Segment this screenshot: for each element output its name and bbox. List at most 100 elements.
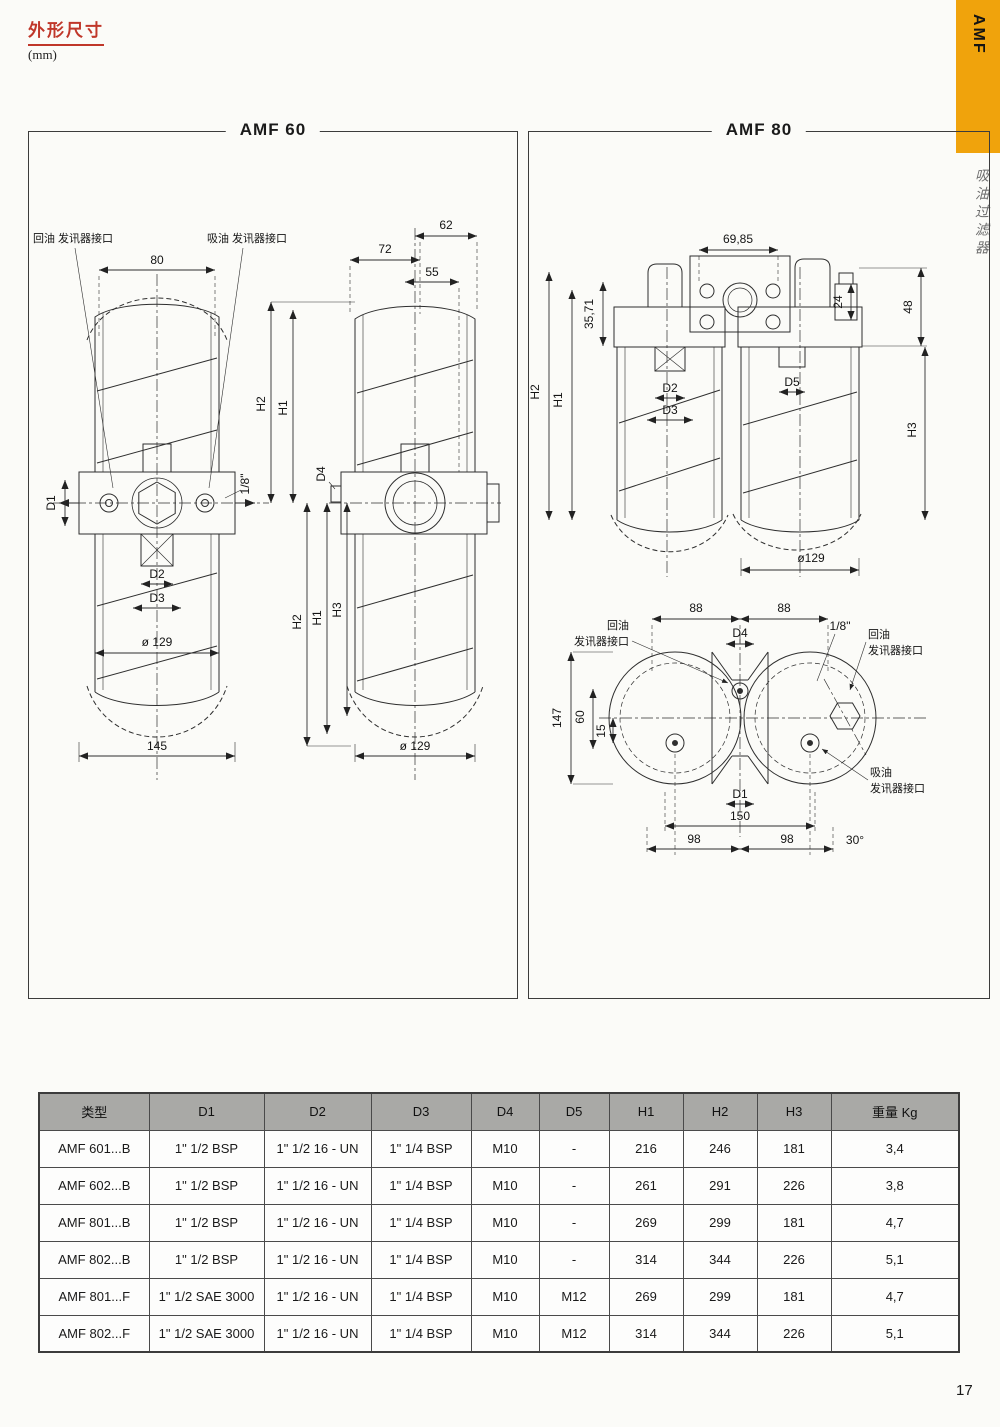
dim-55: 55 [425, 265, 439, 279]
cell-d2: 1" 1/2 16 - UN [263, 1203, 372, 1242]
cell-h1: 216 [608, 1129, 684, 1168]
header-d2: D2 [263, 1092, 372, 1131]
cell-h2: 344 [682, 1240, 758, 1279]
dim-d2: D2 [149, 567, 165, 581]
cell-h2: 299 [682, 1277, 758, 1316]
amf80-drawing: 69,85 35,71 24 48 H2 H1 D2 D3 D5 H3 ø129 [528, 232, 929, 855]
header-d4: D4 [470, 1092, 540, 1131]
dim-24: 24 [831, 295, 845, 309]
panel-amf80: AMF 80 [528, 120, 990, 999]
cell-d4: M10 [470, 1314, 540, 1353]
dim-d2: D2 [662, 381, 678, 395]
dim-d5: D5 [784, 375, 800, 389]
table-row: AMF 802...B 1" 1/2 BSP 1" 1/2 16 - UN 1"… [38, 1240, 960, 1279]
table-row: AMF 802...F 1" 1/2 SAE 3000 1" 1/2 16 - … [38, 1314, 960, 1353]
cell-d3: 1" 1/4 BSP [370, 1129, 472, 1168]
dim-h1-top: H1 [276, 400, 290, 416]
cell-h3: 181 [756, 1129, 832, 1168]
panel-amf60: AMF 60 [28, 120, 518, 999]
panel-amf80-title: AMF 80 [711, 120, 807, 140]
dim-h2-top: H2 [254, 396, 268, 412]
dim-d4: D4 [314, 466, 328, 482]
table-row: AMF 801...F 1" 1/2 SAE 3000 1" 1/2 16 - … [38, 1277, 960, 1316]
header-weight: 重量 Kg [830, 1092, 960, 1131]
dim-48: 48 [901, 300, 915, 314]
return-port-label-right-1: 回油 [868, 627, 890, 641]
cell-h2: 291 [682, 1166, 758, 1205]
dim-88-left: 88 [689, 601, 703, 615]
table-row: AMF 801...B 1" 1/2 BSP 1" 1/2 16 - UN 1"… [38, 1203, 960, 1242]
cell-d2: 1" 1/2 16 - UN [263, 1129, 372, 1168]
amf80-front-dims [545, 246, 929, 576]
dim-88-right: 88 [777, 601, 791, 615]
dim-62: 62 [439, 218, 453, 232]
dim-35-71: 35,71 [582, 299, 596, 329]
dim-dia129-side: ø 129 [400, 739, 431, 753]
dim-h3: H3 [905, 422, 919, 438]
cell-h1: 269 [608, 1277, 684, 1316]
dim-d3: D3 [662, 403, 678, 417]
cell-h2: 246 [682, 1129, 758, 1168]
suction-port-label-1: 吸油 [870, 765, 892, 779]
cell-d4: M10 [470, 1277, 540, 1316]
dim-d1: D1 [44, 495, 58, 511]
return-port-label-left-2: 发讯器接口 [574, 634, 629, 648]
table-row: AMF 602...B 1" 1/2 BSP 1" 1/2 16 - UN 1"… [38, 1166, 960, 1205]
cell-model: AMF 802...B [38, 1240, 150, 1279]
dim-60: 60 [573, 710, 587, 724]
page-title: 外形尺寸 [28, 16, 104, 46]
page-number: 17 [956, 1382, 973, 1399]
header-h2: H2 [682, 1092, 758, 1131]
cell-d5: - [538, 1166, 610, 1205]
cell-d5: - [538, 1240, 610, 1279]
amf60-side-view [329, 228, 501, 780]
cell-model: AMF 601...B [38, 1129, 150, 1168]
cell-d2: 1" 1/2 16 - UN [263, 1277, 372, 1316]
header-h1: H1 [608, 1092, 684, 1131]
amf60-side-dims [267, 232, 478, 762]
header-h3: H3 [756, 1092, 832, 1131]
cell-d3: 1" 1/4 BSP [370, 1203, 472, 1242]
cell-weight: 5,1 [830, 1314, 960, 1353]
series-tab: AMF [956, 0, 1000, 153]
dim-h2-bot: H2 [290, 614, 304, 630]
cell-model: AMF 801...B [38, 1203, 150, 1242]
amf60-drawing: 回油 发讯器接口 吸油 发讯器接口 80 D1 1/8" D2 D3 ø 129… [33, 218, 501, 780]
dim-h3: H3 [330, 602, 344, 618]
dim-dia129: ø129 [797, 551, 825, 565]
header-d3: D3 [370, 1092, 472, 1131]
cell-d5: - [538, 1129, 610, 1168]
cell-d3: 1" 1/4 BSP [370, 1277, 472, 1316]
cell-d4: M10 [470, 1166, 540, 1205]
cell-h1: 269 [608, 1203, 684, 1242]
amf80-front-view [610, 255, 863, 577]
panel-amf60-title: AMF 60 [225, 120, 321, 140]
table-row: AMF 601...B 1" 1/2 BSP 1" 1/2 16 - UN 1"… [38, 1129, 960, 1168]
dim-h1: H1 [551, 392, 565, 408]
cell-h3: 181 [756, 1277, 832, 1316]
cell-d3: 1" 1/4 BSP [370, 1166, 472, 1205]
cell-weight: 4,7 [830, 1203, 960, 1242]
cell-h2: 299 [682, 1203, 758, 1242]
cell-h2: 344 [682, 1314, 758, 1353]
dim-69-85: 69,85 [723, 232, 753, 246]
suction-port-label-2: 发讯器接口 [870, 781, 925, 795]
cell-h3: 226 [756, 1166, 832, 1205]
dim-98-left: 98 [687, 832, 701, 846]
cell-d4: M10 [470, 1203, 540, 1242]
dim-1-8in: 1/8" [238, 474, 252, 495]
dim-d3: D3 [149, 591, 165, 605]
header-type: 类型 [38, 1092, 150, 1131]
header-d1: D1 [148, 1092, 265, 1131]
cell-h1: 314 [608, 1240, 684, 1279]
cell-d5: - [538, 1203, 610, 1242]
dim-dia129-front: ø 129 [142, 635, 173, 649]
amf60-front-view [53, 274, 269, 780]
dim-98-right: 98 [780, 832, 794, 846]
dim-80: 80 [150, 253, 164, 267]
dim-h2: H2 [529, 384, 542, 400]
cell-h3: 226 [756, 1240, 832, 1279]
cell-weight: 5,1 [830, 1240, 960, 1279]
dim-d4: D4 [732, 626, 748, 640]
